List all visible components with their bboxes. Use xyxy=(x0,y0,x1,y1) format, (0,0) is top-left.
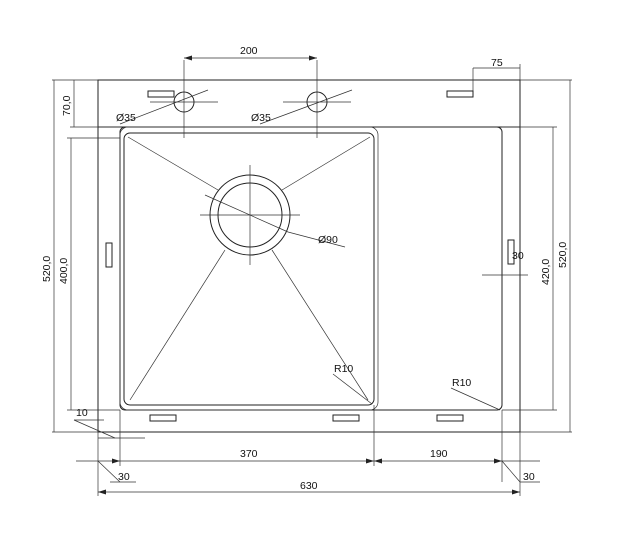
drain xyxy=(200,165,300,265)
left-side-slot xyxy=(105,242,113,268)
bowl-radius-leader xyxy=(332,373,373,405)
dim-total-height-left-label: 520,0 xyxy=(41,256,53,282)
bottom-slot-2 xyxy=(332,414,360,422)
drain-diameter-label: Ø90 xyxy=(318,234,338,246)
bottom-slot-1 xyxy=(149,414,177,422)
tap-hole-right-label: Ø35 xyxy=(251,112,271,124)
dim-inner-height-right-label: 420,0 xyxy=(540,259,552,285)
dim-top-height-label: 70,0 xyxy=(61,95,73,116)
dim-right-edge-gap xyxy=(501,460,540,483)
dim-bowl-width-label: 370 xyxy=(240,448,258,460)
tap-hole-right xyxy=(259,60,353,138)
dim-left-edge-gap xyxy=(97,460,136,483)
dim-bottom-extension-lines xyxy=(97,405,521,496)
sink-bowl xyxy=(119,126,379,411)
drain-leader-line xyxy=(287,231,346,248)
dim-drainboard-width-label: 190 xyxy=(430,448,448,460)
tap-hole-left xyxy=(119,60,218,138)
dim-rim-offset xyxy=(73,419,145,439)
dim-total-height-right-label: 520,0 xyxy=(557,242,569,268)
dim-hole-spacing-label: 200 xyxy=(240,45,258,57)
tap-hole-left-label: Ø35 xyxy=(116,112,136,124)
dim-inner-height-left xyxy=(67,137,120,411)
dim-bowl-width xyxy=(76,458,540,464)
bottom-slot-3 xyxy=(436,414,464,422)
dim-inner-height-left-label: 400,0 xyxy=(58,258,70,284)
right-side-slot xyxy=(507,239,515,265)
drainboard-radius-leader xyxy=(450,387,501,411)
bowl-radius-label: R10 xyxy=(334,363,353,375)
dim-total-width xyxy=(98,489,520,495)
dim-left-edge-gap-label: 30 xyxy=(118,471,130,483)
dim-right-gap-label: 30 xyxy=(512,250,524,262)
dim-inner-height-right xyxy=(502,126,557,411)
dim-right-offset-top xyxy=(446,64,521,98)
dim-top-height xyxy=(70,80,120,128)
dim-rim-offset-label: 10 xyxy=(76,407,88,419)
dim-total-width-label: 630 xyxy=(300,480,318,492)
dim-right-offset-label: 75 xyxy=(491,57,503,69)
dim-right-edge-gap-label: 30 xyxy=(523,471,535,483)
dim-hole-spacing xyxy=(184,55,317,61)
drainboard-radius-label: R10 xyxy=(452,377,471,389)
